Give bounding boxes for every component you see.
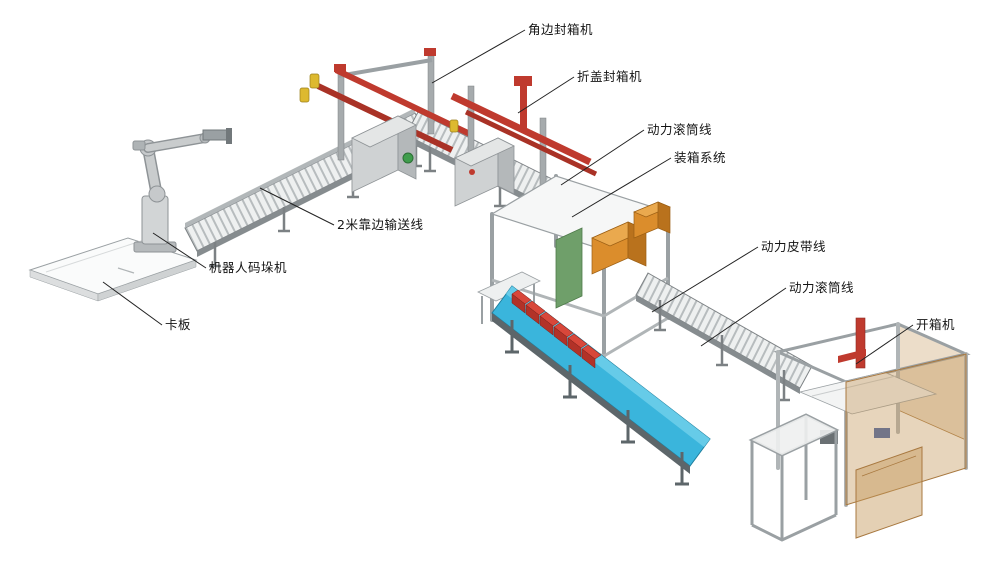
label-robot-palletizer: 机器人码垛机: [209, 260, 288, 275]
label-case-packing-system: 装箱系统: [674, 150, 727, 165]
product-boxes: [511, 289, 602, 369]
label-power-roller-line-1: 动力滚筒线: [647, 122, 713, 137]
case-erector: [748, 317, 971, 542]
power-belt-conveyor: [491, 285, 711, 486]
robot-palletizer: [132, 128, 232, 253]
label-pallet: 卡板: [165, 317, 192, 332]
leader-lines: [102, 29, 914, 365]
transfer-roller-line: [635, 272, 813, 402]
flap-sealing-machine: [449, 76, 598, 207]
corner-sealing-machine: [299, 48, 472, 193]
label-power-belt-line: 动力皮带线: [761, 239, 827, 254]
label-flap-sealer: 折盖封箱机: [577, 69, 643, 84]
label-corner-sealer: 角边封箱机: [528, 22, 594, 37]
label-case-erector: 开箱机: [916, 317, 956, 332]
case-packing-system: [477, 174, 671, 358]
label-conveyor-2m: 2米靠边输送线: [337, 217, 424, 232]
label-power-roller-line-2: 动力滚筒线: [789, 280, 855, 295]
